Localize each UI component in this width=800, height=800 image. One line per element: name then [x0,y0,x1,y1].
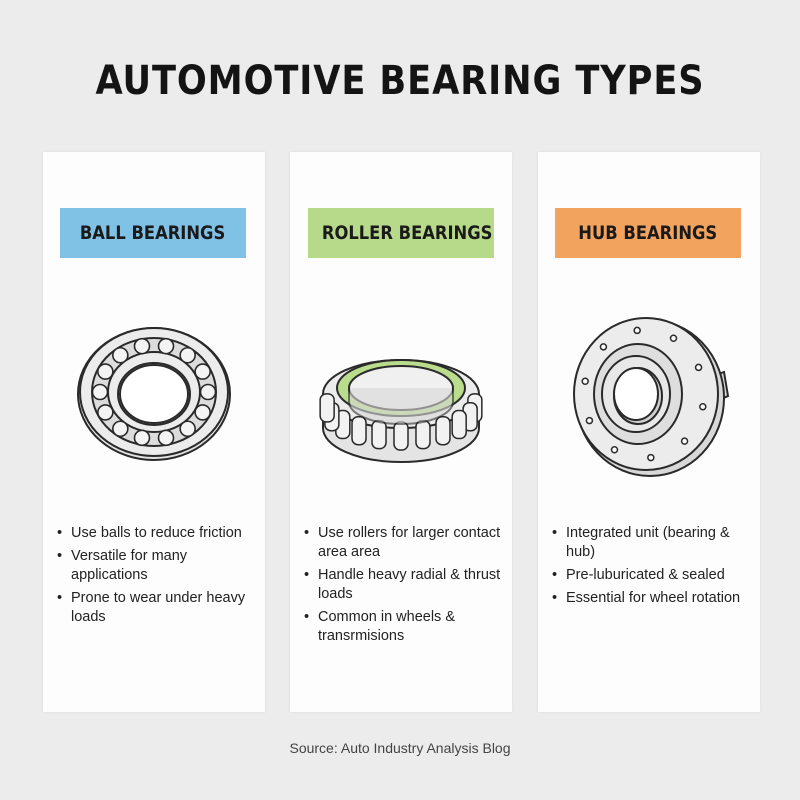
label-roller-bearings: ROLLER BEARINGS [308,208,494,258]
label-hub-bearings: HUB BEARINGS [555,208,741,258]
list-item: Use balls to reduce friction [43,524,265,543]
list-item: Versatile for many applications [43,547,265,585]
roller-bearing-icon [319,359,483,463]
list-item: Use rollers for larger contact area area [290,524,512,562]
list-item: Common in wheels & transrmisions [290,608,512,646]
list-item: Handle heavy radial & thrust loads [290,566,512,604]
source-caption: Source: Auto Industry Analysis Blog [289,740,511,756]
list-item: Essential for wheel rotation [538,589,760,608]
hub-bearing-icon [573,317,730,477]
list-item: Integrated unit (bearing & hub) [538,524,760,562]
card-ball-bearings: BALL BEARINGS Use balls to reduce fricti… [43,152,265,712]
card-hub-bearings: HUB BEARINGS Integrated unit (bearing & … [538,152,760,712]
page-title: AUTOMOTIVE BEARING TYPES [95,58,705,104]
list-item: Prone to wear under heavy loads [43,589,265,627]
card-roller-bearings: ROLLER BEARINGS Use rollers for larger c… [290,152,512,712]
list-item: Pre-luburicated & sealed [538,566,760,585]
label-ball-bearings: BALL BEARINGS [60,208,246,258]
bullet-list: Use rollers for larger contact area area… [290,524,512,650]
ball-bearing-icon [77,327,231,461]
bullet-list: Use balls to reduce friction Versatile f… [43,524,265,631]
bullet-list: Integrated unit (bearing & hub) Pre-lubu… [538,524,760,612]
